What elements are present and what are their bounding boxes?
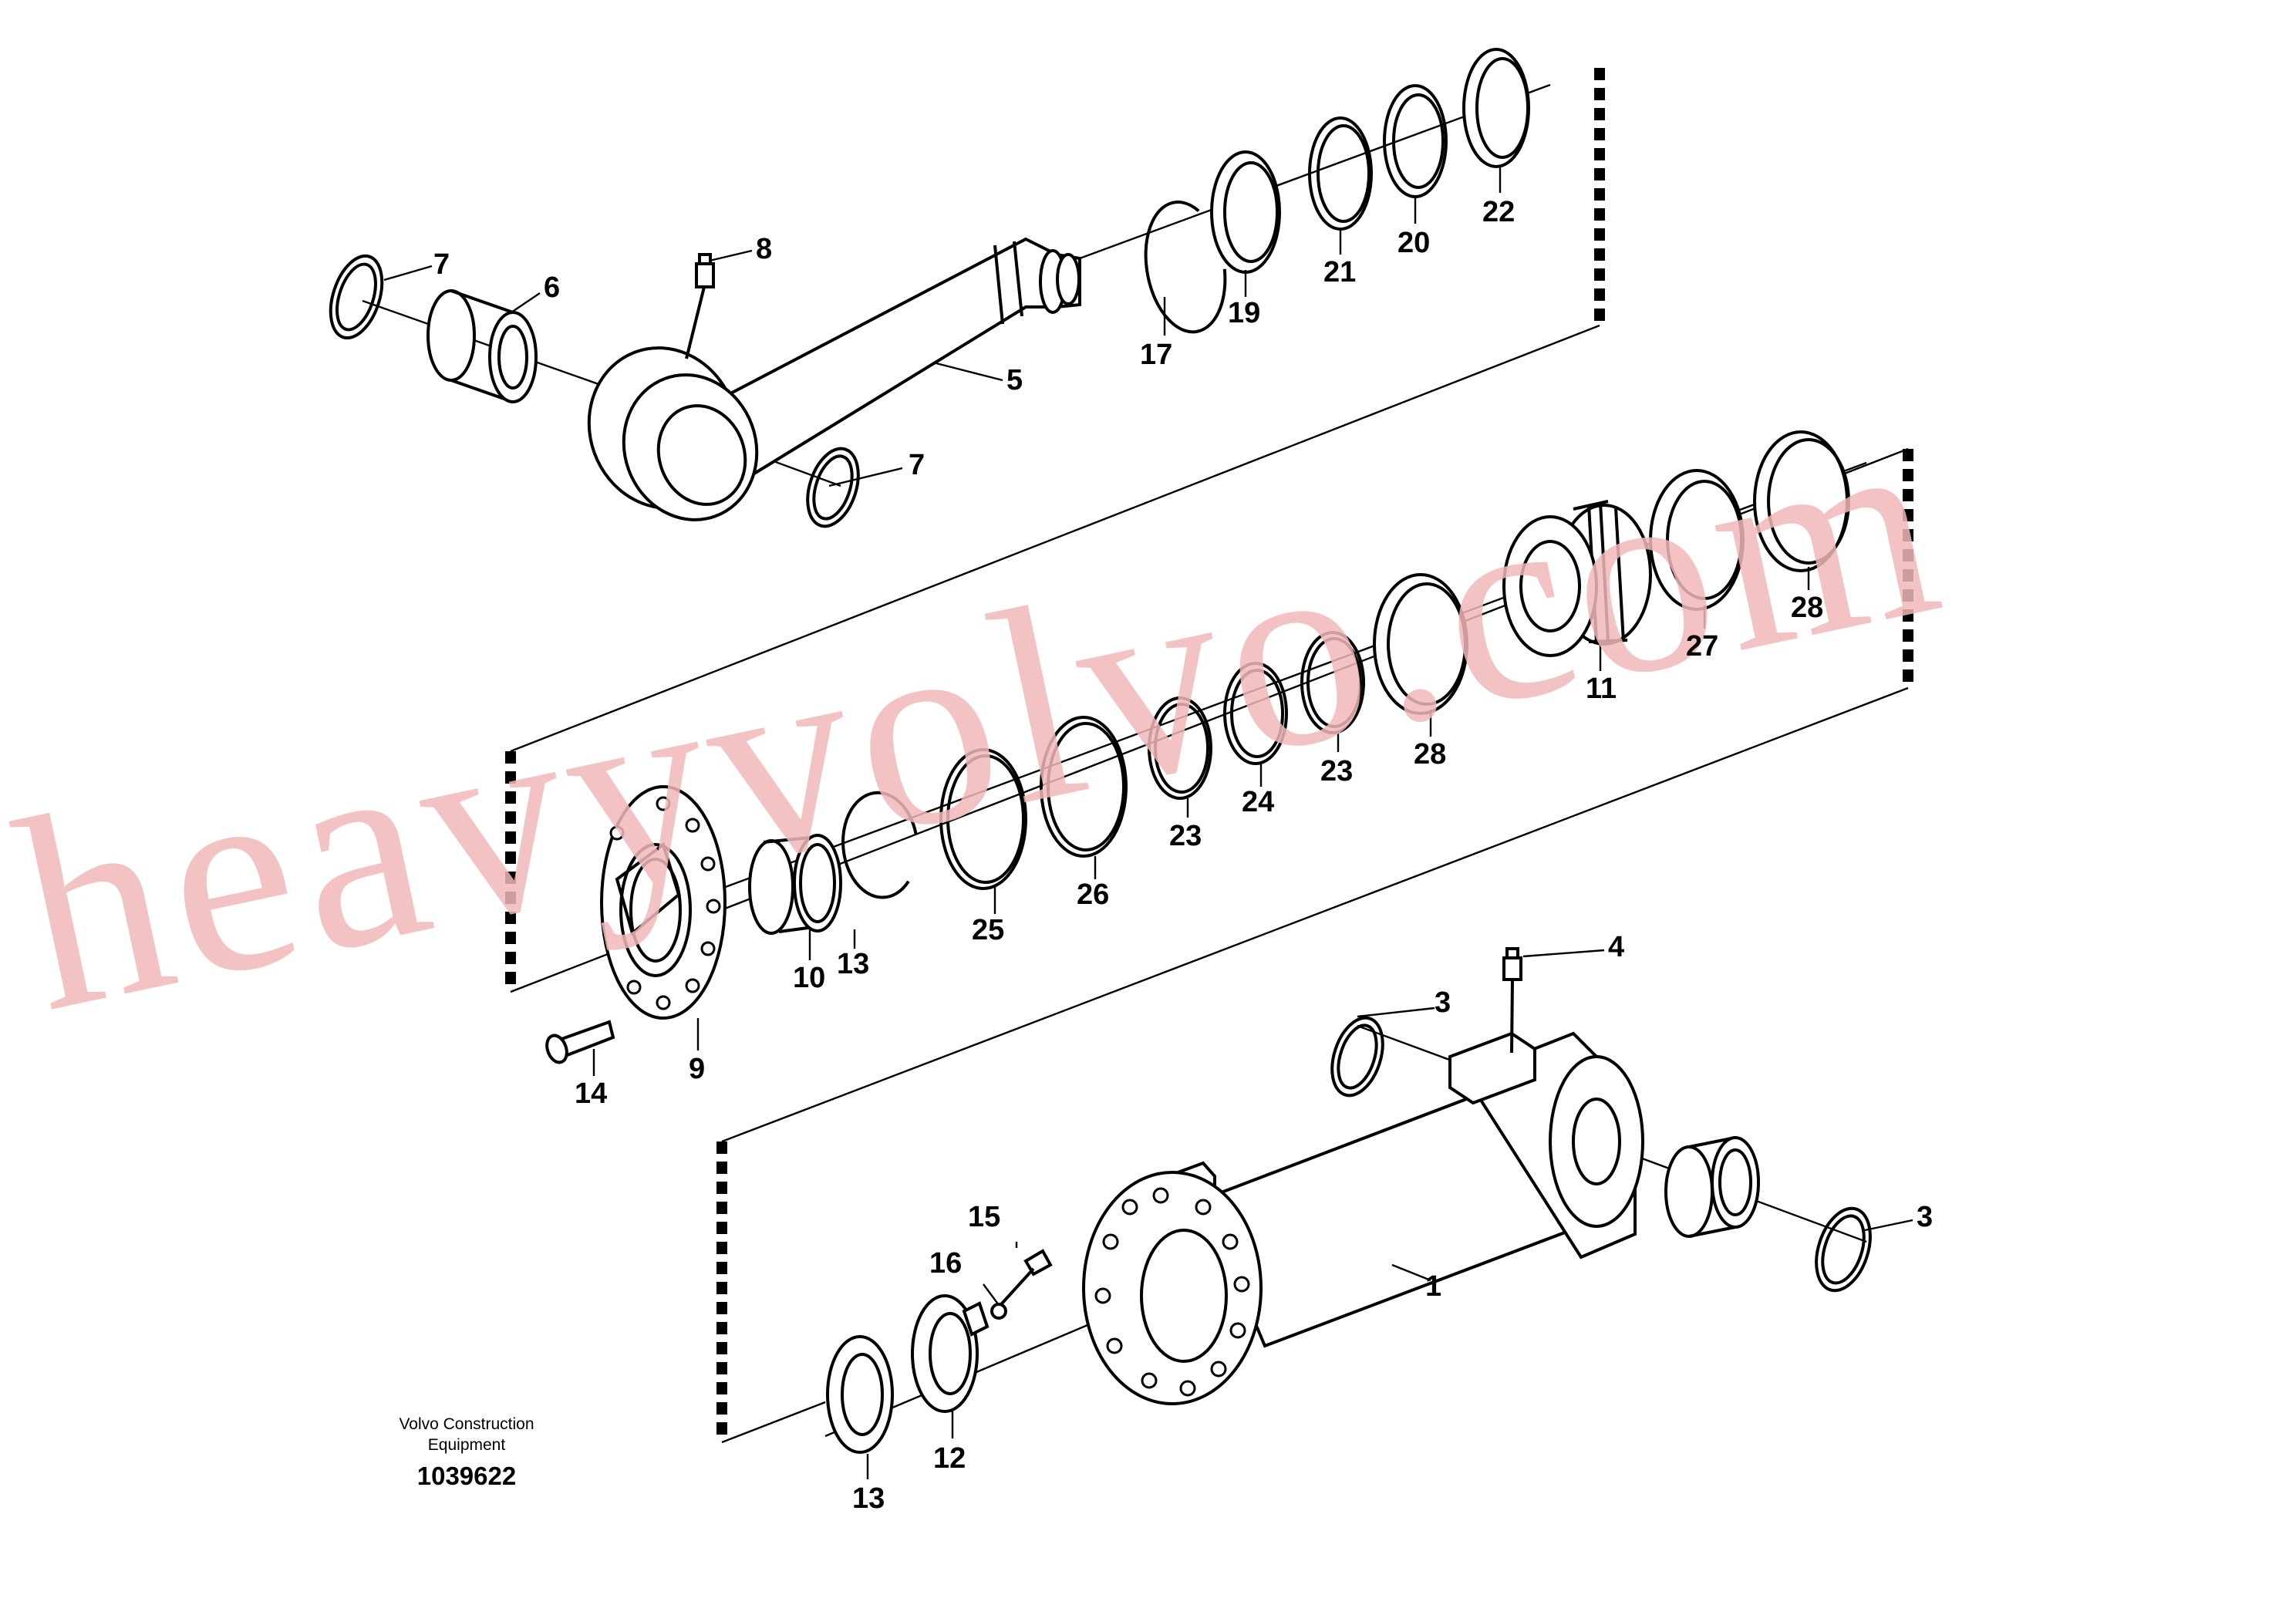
grease-nipple-4: [1502, 947, 1522, 1054]
ring-21: [1308, 116, 1373, 231]
ring-19: [1210, 150, 1281, 274]
grease-nipple-8: [685, 253, 715, 359]
label-7-lower: 7: [909, 449, 925, 481]
part-labels: 7 6 8 5 7 17 19 21 20 22 13 25 26 23 24 …: [433, 196, 1933, 1515]
frame-bottom: [721, 1401, 826, 1444]
ring-28-upper: [1753, 430, 1850, 572]
ring-25: [939, 748, 1027, 890]
seal-ring-7-left: [329, 254, 384, 340]
caption-line-1: Volvo Construction: [399, 1415, 534, 1433]
seal-ring-3-upper: [1330, 1016, 1384, 1098]
frame-top: [505, 68, 1605, 992]
label-6: 6: [544, 271, 560, 304]
ring-23-left: [1148, 696, 1212, 800]
ring-23-right: [1300, 631, 1365, 734]
washer-13: [826, 1335, 894, 1454]
snap-ring-17: [1144, 201, 1227, 334]
ring-26: [1040, 716, 1128, 858]
label-15: 15: [968, 1201, 1000, 1233]
ring-27: [1649, 469, 1745, 611]
ring-22: [1462, 48, 1530, 168]
label-8: 8: [756, 233, 772, 265]
bolt-14: [545, 1020, 615, 1064]
piston-rod-5: [587, 237, 1081, 521]
ring-28-lower: [1373, 573, 1468, 715]
label-21: 21: [1323, 256, 1356, 288]
label-3-lower: 3: [1917, 1201, 1933, 1233]
label-18: 13: [837, 948, 869, 980]
label-9: 9: [689, 1053, 705, 1085]
caption-line-2: Equipment: [428, 1436, 506, 1454]
label-14: 14: [575, 1077, 607, 1110]
drawing-id: 1039622: [417, 1462, 516, 1490]
ring-24: [1223, 662, 1288, 765]
screw-15: [993, 1249, 1053, 1313]
label-26: 26: [1077, 878, 1109, 911]
label-20: 20: [1397, 227, 1430, 259]
label-23-right: 23: [1320, 755, 1353, 787]
label-10: 10: [793, 962, 825, 994]
ball-16: [990, 1303, 1007, 1320]
leader-lines: [383, 166, 1913, 1479]
label-13: 13: [852, 1482, 885, 1515]
bushing-2: [1664, 1136, 1760, 1238]
label-28-upper: 28: [1791, 592, 1823, 624]
piston-11: [1502, 500, 1652, 657]
label-24: 24: [1242, 786, 1274, 818]
label-17: 17: [1140, 339, 1172, 371]
label-3-upper: 3: [1435, 986, 1451, 1019]
label-27: 27: [1686, 630, 1718, 663]
label-7-top: 7: [433, 248, 450, 281]
label-22: 22: [1482, 196, 1515, 228]
watermark-text: heavyvolvo.com: [0, 363, 1967, 1070]
label-16: 16: [929, 1247, 962, 1280]
label-5: 5: [1006, 364, 1023, 396]
label-25: 25: [972, 914, 1004, 946]
caption-block: Volvo Construction Equipment 1039622: [399, 1415, 534, 1490]
snap-ring-18: [841, 791, 918, 899]
label-12: 12: [933, 1442, 966, 1475]
label-11: 11: [1586, 673, 1617, 705]
seal-ring-3-lower: [1815, 1206, 1872, 1293]
label-1: 1: [1425, 1270, 1441, 1303]
seal-ring-7-lower: [806, 447, 860, 528]
label-28-lower: 28: [1414, 738, 1446, 771]
cylinder-head-9: [600, 785, 727, 1020]
lock-nut-12: [911, 1294, 990, 1413]
label-23-left: 23: [1169, 820, 1202, 852]
label-4: 4: [1608, 931, 1624, 963]
label-19: 19: [1228, 297, 1260, 329]
ring-20: [1383, 84, 1448, 198]
bushing-6: [426, 289, 538, 403]
bushing-10: [748, 834, 842, 935]
